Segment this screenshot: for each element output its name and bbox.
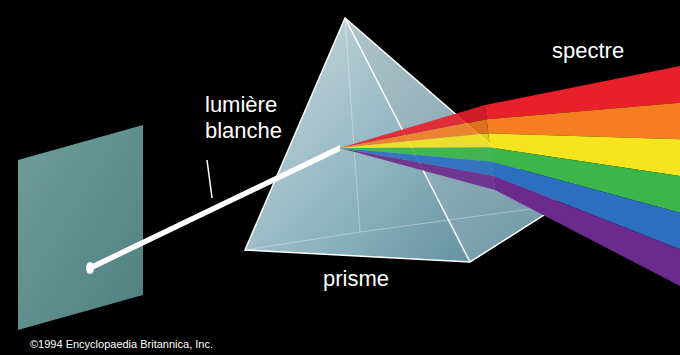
- screen-panel: [18, 125, 143, 330]
- spectrum-outside: [485, 66, 680, 286]
- leader-line: [207, 160, 212, 198]
- prism-hidden-edge: [360, 205, 560, 232]
- beam-label: lumière blanche: [205, 92, 305, 145]
- copyright-note: ©1994 Encyclopaedia Britannica, Inc.: [30, 338, 213, 351]
- spectrum-inside: [340, 105, 495, 190]
- spectrum-label: spectre: [552, 38, 624, 64]
- prism-label: prisme: [323, 266, 389, 292]
- white-beam: [90, 145, 340, 271]
